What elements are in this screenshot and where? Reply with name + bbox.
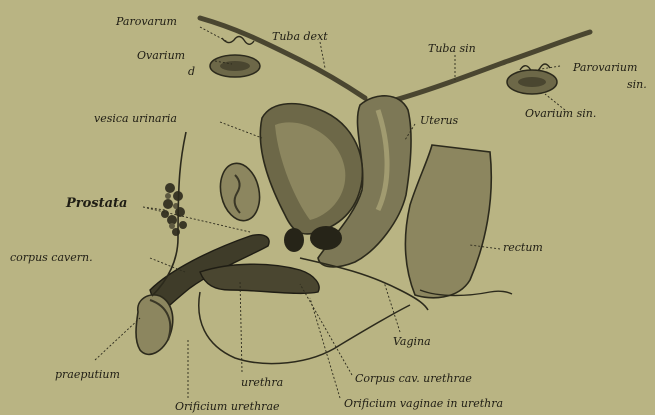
rectum — [405, 145, 491, 298]
label-corpus-cavernosum: corpus cavern. — [10, 252, 93, 263]
label-orificium-vaginae: Orificium vaginae in urethra — [344, 398, 503, 409]
label-parovarium-dextrum: Parovarum — [116, 16, 177, 27]
gland-right — [310, 226, 342, 250]
label-uterus: Uterus — [420, 115, 458, 126]
label-urethra: urethra — [241, 377, 283, 388]
label-parovarium-sinistrum-sin: sin. — [627, 79, 647, 90]
label-ovarium-sinistrum: Ovarium sin. — [525, 108, 596, 119]
label-orificium-urethrae: Orificium urethrae — [175, 401, 280, 412]
label-corpus-cav-urethrae: Corpus cav. urethrae — [355, 373, 472, 384]
small-organ — [215, 160, 264, 225]
label-vesica-urinaria: vesica urinaria — [94, 113, 177, 124]
prostata — [161, 183, 187, 236]
label-prostata: Prostata — [66, 197, 127, 210]
label-tuba-dextra: Tuba dext — [272, 31, 328, 42]
glans — [136, 295, 173, 354]
label-praeputium: praeputium — [55, 369, 120, 380]
label-rectum: rectum — [503, 242, 543, 253]
tuba-sinistra — [395, 32, 590, 100]
label-tuba-sinistra: Tuba sin — [428, 43, 476, 54]
gland-left — [284, 228, 304, 252]
label-vagina: Vagina — [393, 336, 431, 347]
label-ovarium-dextrum-d: d — [188, 66, 195, 77]
corpus-cav-urethrae — [200, 264, 319, 293]
label-parovarium-sinistrum: Parovarium — [573, 62, 637, 73]
label-ovarium-dextrum: Ovarium — [137, 50, 185, 61]
urethra-line — [199, 292, 410, 364]
